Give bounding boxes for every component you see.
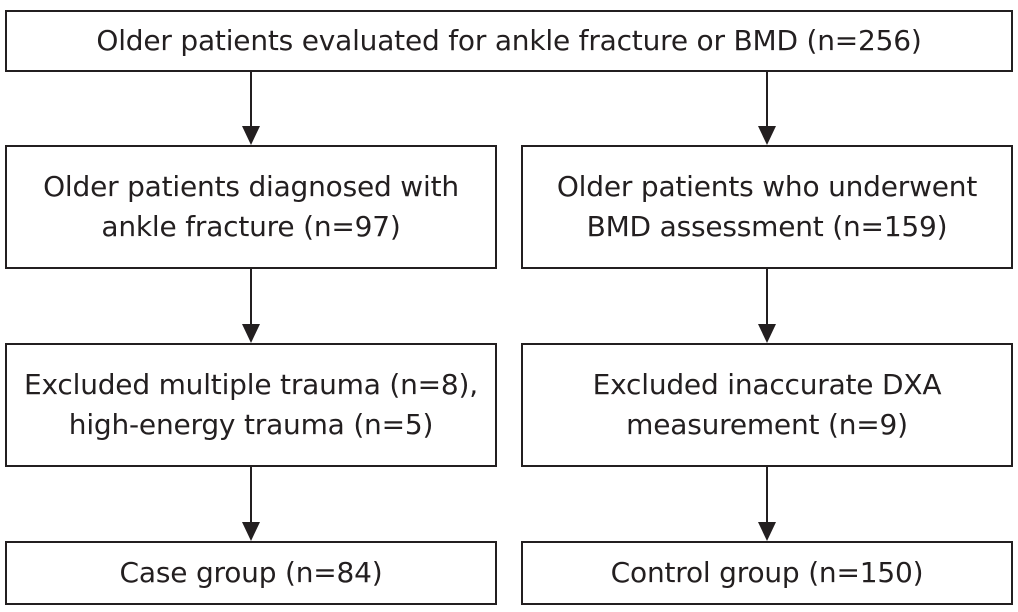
arrow-left-excluded-to-case [242, 467, 260, 541]
arrow-top-to-left [242, 72, 260, 145]
case-group-text: Case group (n=84) [119, 556, 383, 589]
arrow-left-diagnosed-to-excluded [242, 269, 260, 343]
evaluated-patients-box: Older patients evaluated for ankle fract… [5, 10, 1013, 72]
ankle-fracture-line2: ankle fracture (n=97) [101, 210, 401, 243]
dxa-exclusion-line1: Excluded inaccurate DXA [592, 368, 942, 401]
control-group-box: Control group (n=150) [521, 541, 1013, 605]
dxa-exclusion-line2: measurement (n=9) [626, 408, 908, 441]
evaluated-patients-text: Older patients evaluated for ankle fract… [96, 24, 922, 57]
case-group-box: Case group (n=84) [5, 541, 497, 605]
arrow-top-to-right [758, 72, 776, 145]
bmd-assessment-box: Older patients who underwent BMD assessm… [521, 145, 1013, 269]
bmd-assessment-line1: Older patients who underwent [556, 170, 978, 203]
trauma-exclusion-line1: Excluded multiple trauma (n=8), [24, 368, 478, 401]
trauma-exclusion-line2: high-energy trauma (n=5) [68, 408, 434, 441]
control-group-text: Control group (n=150) [610, 556, 924, 589]
arrow-right-assessed-to-excluded [758, 269, 776, 343]
dxa-exclusion-box: Excluded inaccurate DXA measurement (n=9… [521, 343, 1013, 467]
ankle-fracture-box: Older patients diagnosed with ankle frac… [5, 145, 497, 269]
arrow-right-excluded-to-control [758, 467, 776, 541]
trauma-exclusion-box: Excluded multiple trauma (n=8), high-ene… [5, 343, 497, 467]
ankle-fracture-line1: Older patients diagnosed with [43, 170, 459, 203]
bmd-assessment-line2: BMD assessment (n=159) [586, 210, 948, 243]
